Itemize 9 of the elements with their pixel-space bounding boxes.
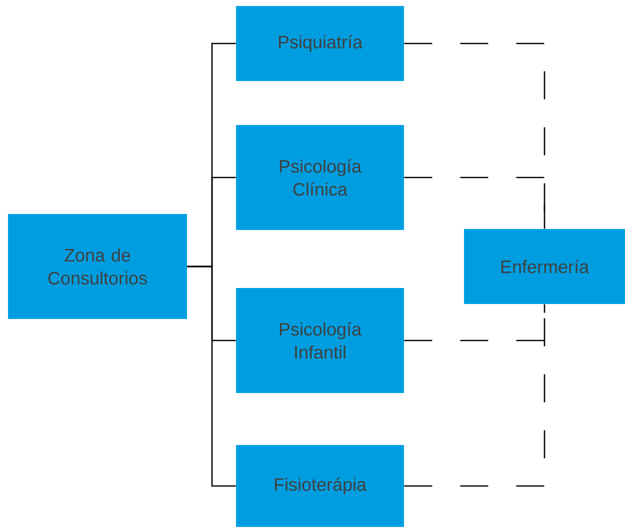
connector-line <box>187 266 236 487</box>
dashed-connector <box>404 304 546 342</box>
process-box: Psicología Infantil <box>236 288 404 393</box>
dashed-connector <box>404 176 546 229</box>
process-box: Enfermería <box>464 229 625 304</box>
process-box: Psiquiatría <box>236 6 404 81</box>
process-box: Fisioterápia <box>236 445 404 527</box>
process-box: Psicología Clínica <box>236 125 404 230</box>
process-box: Zona de Consultorios <box>8 214 187 319</box>
